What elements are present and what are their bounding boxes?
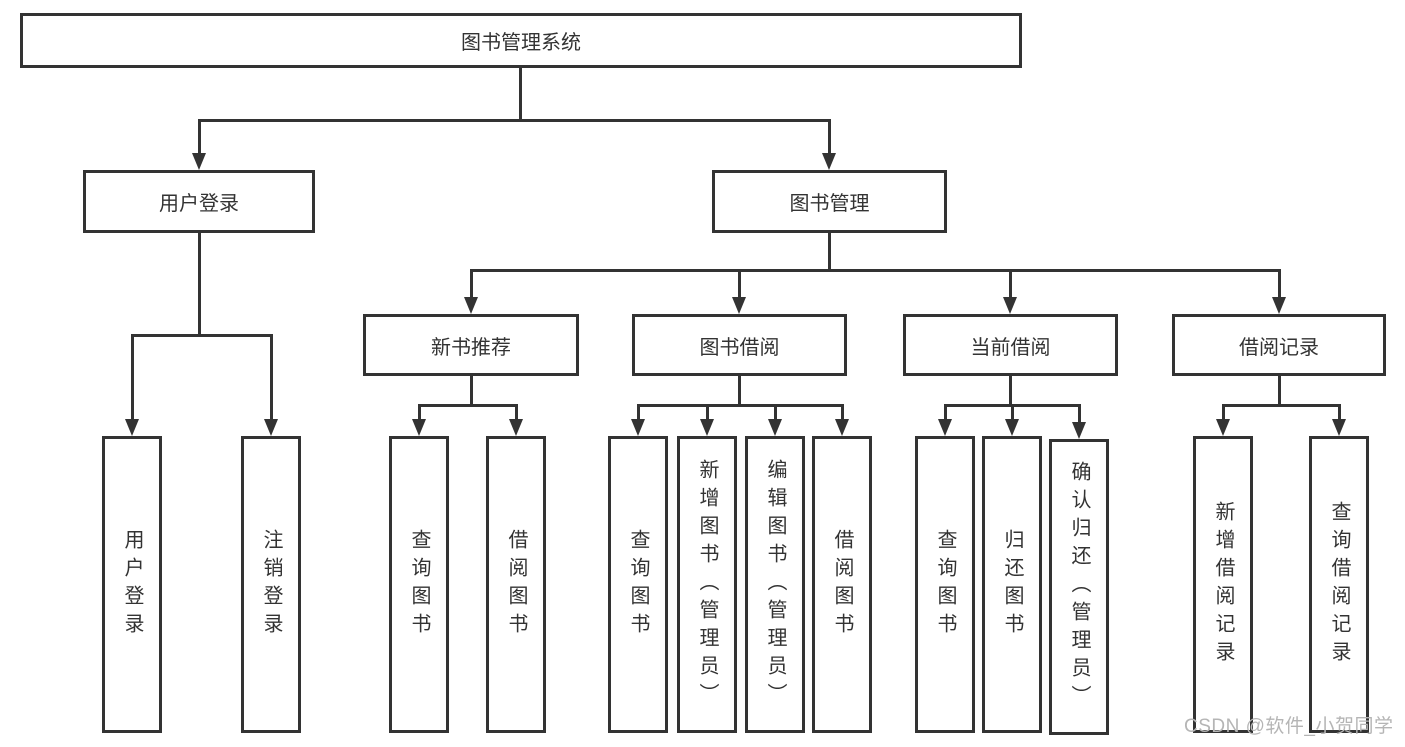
node-leaf-user-login: 用户登录 (102, 436, 162, 733)
arrowhead-down-icon (264, 419, 278, 436)
arrowhead-down-icon (412, 419, 426, 436)
connector-line (198, 119, 201, 156)
arrowhead-down-icon (938, 419, 952, 436)
connector-line (515, 404, 518, 421)
node-leaf-add-books-admin: 新增图书（管理员） (677, 436, 737, 733)
node-book-management: 图书管理 (712, 170, 947, 233)
arrowhead-down-icon (1005, 419, 1019, 436)
node-leaf-recommend-query-books-label: 查询图书 (408, 528, 430, 641)
arrowhead-down-icon (700, 419, 714, 436)
connector-line (828, 119, 831, 156)
connector-line (738, 376, 741, 406)
node-leaf-add-borrow-record: 新增借阅记录 (1193, 436, 1253, 733)
node-leaf-recommend-borrow-books-label: 借阅图书 (505, 528, 527, 641)
node-new-book-recommend: 新书推荐 (363, 314, 579, 376)
arrowhead-down-icon (1272, 297, 1286, 314)
connector-line (270, 334, 273, 422)
arrowhead-down-icon (631, 419, 645, 436)
node-leaf-edit-books-admin: 编辑图书（管理员） (745, 436, 805, 733)
node-leaf-return-books-label: 归还图书 (1001, 528, 1023, 641)
node-book-borrow-label: 图书借阅 (699, 336, 780, 359)
node-user-login-label: 用户登录 (159, 193, 239, 215)
node-leaf-current-query-books-label: 查询图书 (934, 528, 956, 641)
connector-line (944, 404, 947, 421)
node-leaf-logout: 注销登录 (241, 436, 301, 733)
node-book-borrow: 图书借阅 (632, 314, 847, 376)
connector-line (1078, 404, 1081, 424)
node-leaf-confirm-return-admin-label: 确认归还（管理员） (1068, 461, 1090, 713)
node-leaf-recommend-query-books: 查询图书 (389, 436, 449, 733)
arrowhead-down-icon (192, 153, 206, 170)
node-leaf-logout-label: 注销登录 (260, 528, 282, 641)
connector-line (418, 404, 421, 421)
node-leaf-confirm-return-admin: 确认归还（管理员） (1049, 439, 1109, 735)
connector-line (828, 233, 831, 271)
arrowhead-down-icon (1003, 297, 1017, 314)
node-leaf-current-query-books: 查询图书 (915, 436, 975, 733)
connector-line (1222, 404, 1225, 421)
arrowhead-down-icon (835, 419, 849, 436)
connector-line (470, 269, 473, 299)
node-current-borrow: 当前借阅 (903, 314, 1118, 376)
connector-line (418, 404, 517, 407)
connector-line (1278, 376, 1281, 406)
node-leaf-borrow-borrow-books: 借阅图书 (812, 436, 872, 733)
arrowhead-down-icon (509, 419, 523, 436)
connector-line (738, 269, 741, 299)
connector-line (1222, 404, 1340, 407)
node-leaf-borrow-borrow-books-label: 借阅图书 (831, 528, 853, 641)
connector-line (519, 68, 522, 120)
node-leaf-query-borrow-record: 查询借阅记录 (1309, 436, 1369, 733)
connector-line (637, 404, 843, 407)
node-borrow-records-label: 借阅记录 (1239, 336, 1319, 359)
arrowhead-down-icon (822, 153, 836, 170)
connector-line (774, 404, 777, 421)
arrowhead-down-icon (1072, 422, 1086, 439)
node-leaf-add-borrow-record-label: 新增借阅记录 (1212, 500, 1234, 669)
node-book-management-label: 图书管理 (789, 193, 870, 215)
connector-line (131, 334, 273, 337)
connector-line (470, 376, 473, 406)
arrowhead-down-icon (768, 419, 782, 436)
connector-line (131, 334, 134, 422)
arrowhead-down-icon (125, 419, 139, 436)
connector-line (637, 404, 640, 421)
node-leaf-borrow-query-books: 查询图书 (608, 436, 668, 733)
node-leaf-add-books-admin-label: 新增图书（管理员） (696, 458, 718, 711)
connector-line (1009, 269, 1012, 299)
connector-line (841, 404, 844, 421)
node-borrow-records: 借阅记录 (1172, 314, 1386, 376)
node-current-borrow-label: 当前借阅 (970, 336, 1051, 359)
connector-line (470, 269, 1280, 272)
node-leaf-return-books: 归还图书 (982, 436, 1042, 733)
connector-line (706, 404, 709, 421)
node-new-book-recommend-label: 新书推荐 (431, 336, 511, 359)
arrowhead-down-icon (732, 297, 746, 314)
node-leaf-query-borrow-record-label: 查询借阅记录 (1328, 500, 1350, 669)
node-leaf-recommend-borrow-books: 借阅图书 (486, 436, 546, 733)
node-leaf-borrow-query-books-label: 查询图书 (627, 528, 649, 641)
watermark: CSDN @软件_小贺同学 (1184, 716, 1394, 737)
connector-line (1011, 404, 1014, 421)
arrowhead-down-icon (1332, 419, 1346, 436)
node-root: 图书管理系统 (20, 13, 1022, 68)
connector-line (1338, 404, 1341, 421)
connector-line (198, 119, 831, 122)
arrowhead-down-icon (464, 297, 478, 314)
connector-line (1278, 269, 1281, 299)
node-root-label: 图书管理系统 (461, 32, 581, 54)
arrowhead-down-icon (1216, 419, 1230, 436)
connector-line (1009, 376, 1012, 406)
node-leaf-user-login-label: 用户登录 (121, 528, 143, 641)
node-user-login: 用户登录 (83, 170, 315, 233)
connector-line (198, 233, 201, 336)
node-leaf-edit-books-admin-label: 编辑图书（管理员） (764, 458, 786, 711)
